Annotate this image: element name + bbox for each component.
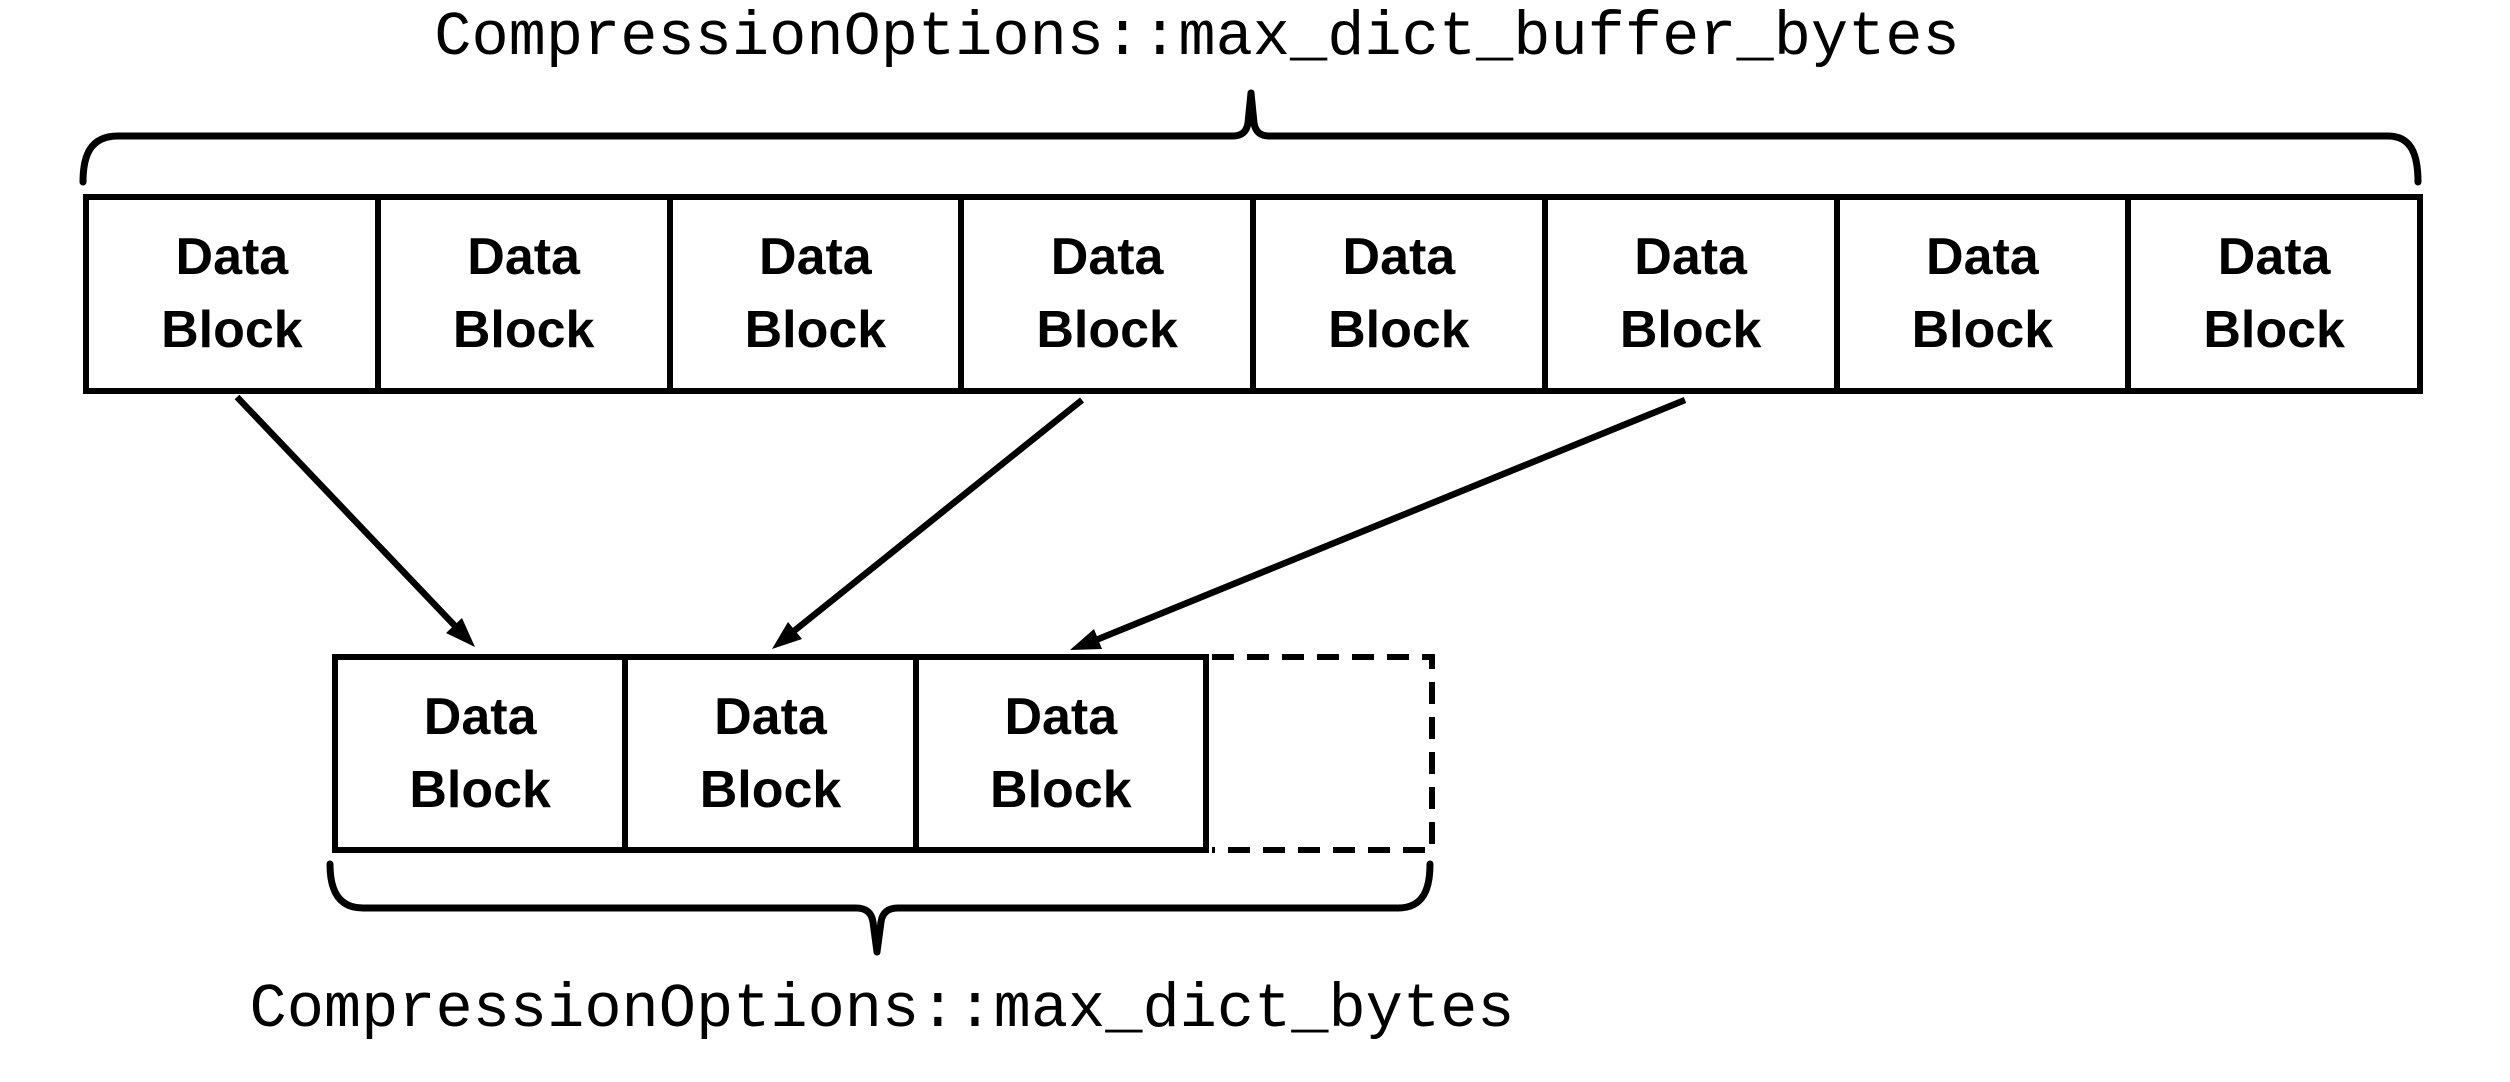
max-dict-buffer-bytes-label: CompressionOptions::max_dict_buffer_byte… — [434, 2, 1960, 73]
data-block-label-line: Data — [714, 687, 827, 746]
data-block-label-line: Block — [452, 301, 595, 359]
data-block-label-line: Data — [1342, 228, 1456, 286]
data-block-label-line: Block — [1036, 301, 1178, 359]
top-brace — [79, 89, 2422, 186]
data-block-label-line: Block — [990, 760, 1132, 819]
data-block-label-line: Block — [744, 301, 887, 359]
data-block-label-line: Data — [2217, 228, 2331, 286]
dashed-placeholder-box — [1212, 654, 1435, 853]
arrow-block4-to-dict2 — [772, 397, 1085, 649]
data-block-label-line: Data — [1004, 687, 1118, 746]
data-block-label-line: Block — [1619, 301, 1762, 359]
data-block-label-line: Block — [409, 760, 551, 819]
data-block-label-line: Block — [2203, 301, 2345, 359]
max-dict-bytes-label: CompressionOptions::max_dict_bytes — [249, 974, 1515, 1045]
data-block-label-line: Data — [423, 687, 537, 746]
bottom-brace — [326, 860, 1434, 956]
data-block-label-line: Block — [1328, 301, 1470, 359]
arrow-block1-to-dict1 — [234, 394, 475, 647]
arrow-block6-to-dict3 — [1070, 396, 1687, 650]
data-block-label-line: Data — [467, 228, 580, 286]
data-block-label-line: Data — [175, 228, 289, 286]
data-block-label-line: Data — [1926, 228, 2039, 286]
data-block-label-line: Block — [1911, 301, 2054, 359]
data-block-label-line: Block — [161, 301, 303, 359]
data-block-label-line: Data — [759, 228, 872, 286]
data-block-label-line: Data — [1634, 228, 1747, 286]
data-block-label-line: Data — [1050, 228, 1164, 286]
data-block-label-line: Block — [699, 760, 842, 819]
